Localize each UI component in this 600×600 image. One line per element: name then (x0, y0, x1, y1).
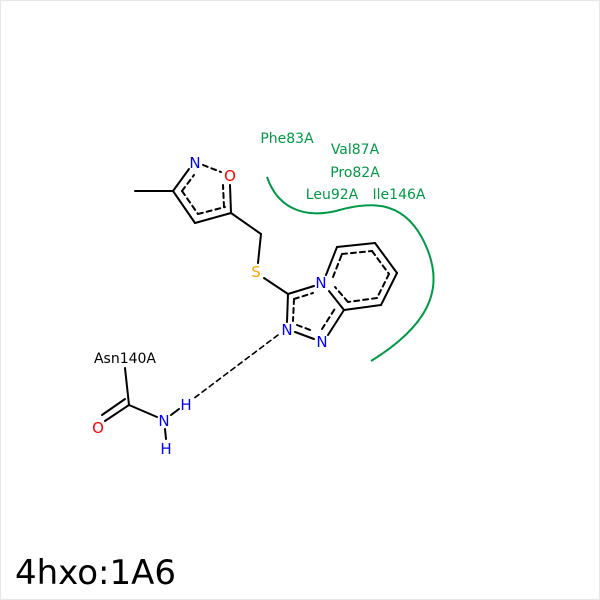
bond (172, 168, 190, 192)
bond (229, 184, 232, 214)
asn-hydrogen-label: H (180, 396, 191, 414)
asn-hydrogen-label: H (160, 440, 171, 458)
bond (181, 190, 199, 215)
bond (128, 404, 158, 418)
residue-label-val87a: Val87A (331, 142, 380, 158)
bond (170, 408, 180, 416)
diagram-title: 4hxo:1A6 (15, 553, 177, 593)
bond (286, 293, 289, 323)
asn-nitrogen-label: N (158, 412, 169, 430)
bond (104, 404, 130, 422)
bond (343, 304, 382, 311)
triazole-nitrogen-label: N (281, 321, 292, 339)
bond (263, 277, 289, 295)
bond (202, 164, 222, 173)
bridge-nitrogen-label: N (315, 274, 326, 292)
bond (332, 253, 343, 278)
bond (194, 212, 232, 224)
bond (222, 184, 225, 208)
bond (293, 292, 314, 300)
bond (336, 242, 376, 248)
bond (292, 298, 295, 322)
residue-label-leu92a: Leu92A (306, 187, 359, 203)
asn-oxygen-label: O (92, 419, 104, 437)
bond (347, 297, 378, 303)
bond (101, 398, 126, 416)
bond (197, 206, 226, 215)
bond (374, 242, 398, 274)
triazole-nitrogen-label: N (316, 333, 327, 351)
bond (294, 331, 315, 340)
bond (124, 367, 130, 406)
hydrophobic-contact-arc (266, 176, 435, 362)
bond (371, 250, 390, 275)
bond (380, 272, 398, 306)
bond (328, 290, 345, 311)
bond (181, 174, 195, 192)
bond (321, 306, 337, 330)
isoxazole-nitrogen-label: N (189, 154, 200, 172)
residue-label-ile146a: Ile146A (373, 187, 426, 203)
bond (287, 285, 315, 295)
bond (164, 428, 167, 440)
residue-label-pro82a: Pro82A (330, 165, 380, 181)
residue-label-asn140a: Asn140A (94, 351, 156, 367)
sulfur-label: S (251, 263, 261, 281)
bond (230, 212, 262, 235)
isoxazole-oxygen-label: O (224, 167, 236, 185)
bond (341, 250, 373, 255)
bond (257, 233, 262, 264)
bond (327, 309, 345, 336)
residue-label-phe83a: Phe83A (260, 131, 314, 147)
bond (172, 190, 196, 224)
bond (334, 286, 349, 303)
bond (296, 324, 314, 332)
hydrogen-bond (192, 334, 279, 400)
bond (376, 273, 390, 299)
bond (325, 246, 338, 276)
